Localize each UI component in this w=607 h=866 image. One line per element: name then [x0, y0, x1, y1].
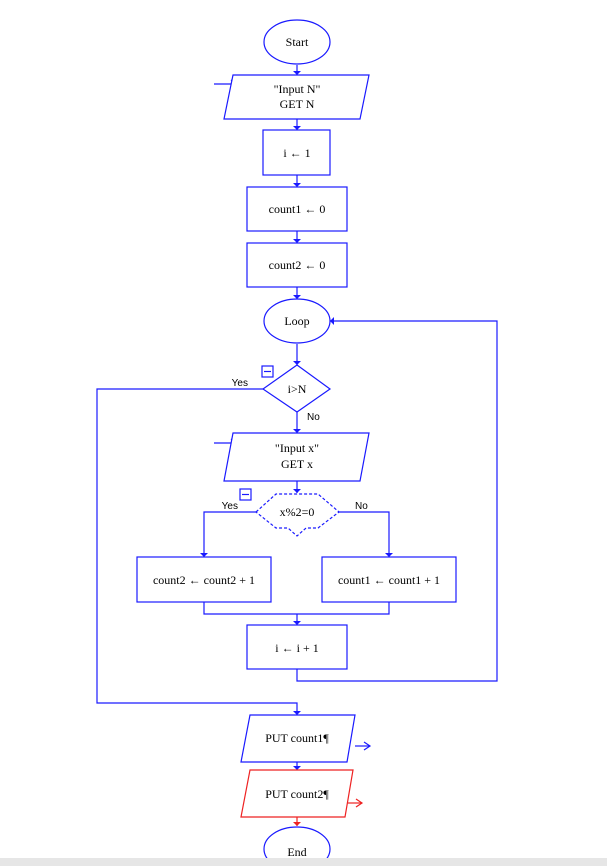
connectors [96, 65, 498, 826]
end-label: End [287, 845, 306, 859]
init-count2-node[interactable]: count2 ← 0 [246, 242, 348, 288]
loop-label: Loop [284, 314, 309, 328]
init-count1-node[interactable]: count1 ← 0 [246, 186, 348, 232]
output-count1-node[interactable]: PUT count1¶ [240, 714, 356, 763]
input-x-node[interactable]: "Input x" GET x [223, 432, 370, 482]
output-count2-node[interactable]: PUT count2¶ [240, 769, 354, 818]
condition-i-node[interactable]: i>N [261, 364, 332, 413]
condition-x-no-label: No [355, 501, 368, 512]
input-n-node[interactable]: "Input N" GET N [223, 74, 370, 120]
input-x-label-line2: GET x [281, 457, 313, 471]
end-node[interactable]: End [263, 826, 331, 866]
condition-x-label: x%2=0 [280, 505, 315, 519]
increment-count1-node[interactable]: count1 ← count1 + 1 [321, 556, 457, 603]
loop-node[interactable]: Loop [263, 298, 331, 344]
increment-count1-label: count1 ← count1 + 1 [338, 573, 440, 587]
collapse-toggle-icon[interactable] [239, 488, 252, 501]
input-n-label-line2: GET N [280, 97, 315, 111]
init-count1-label: count1 ← 0 [269, 202, 326, 216]
output-count1-label: PUT count1¶ [265, 731, 329, 745]
init-i-label: i ← 1 [283, 146, 310, 160]
increment-i-label: i ← i + 1 [275, 641, 318, 655]
condition-i-yes-label: Yes [232, 378, 248, 389]
arrowheads [200, 71, 393, 826]
horizontal-scrollbar[interactable] [0, 858, 607, 866]
input-n-label-line1: "Input N" [274, 82, 321, 96]
condition-x-yes-label: Yes [222, 501, 238, 512]
condition-x-node[interactable]: x%2=0 [255, 493, 340, 537]
increment-count2-node[interactable]: count2 ← count2 + 1 [136, 556, 272, 603]
increment-i-node[interactable]: i ← i + 1 [246, 624, 348, 670]
init-i-node[interactable]: i ← 1 [262, 129, 331, 176]
collapse-toggle-icon[interactable] [261, 365, 274, 378]
condition-i-label: i>N [288, 382, 307, 396]
increment-count2-label: count2 ← count2 + 1 [153, 573, 255, 587]
output-count2-label: PUT count2¶ [265, 787, 329, 801]
input-x-label-line1: "Input x" [275, 441, 319, 455]
start-node[interactable]: Start [263, 19, 331, 65]
condition-i-no-label: No [307, 412, 320, 423]
init-count2-label: count2 ← 0 [269, 258, 326, 272]
start-label: Start [286, 35, 309, 49]
